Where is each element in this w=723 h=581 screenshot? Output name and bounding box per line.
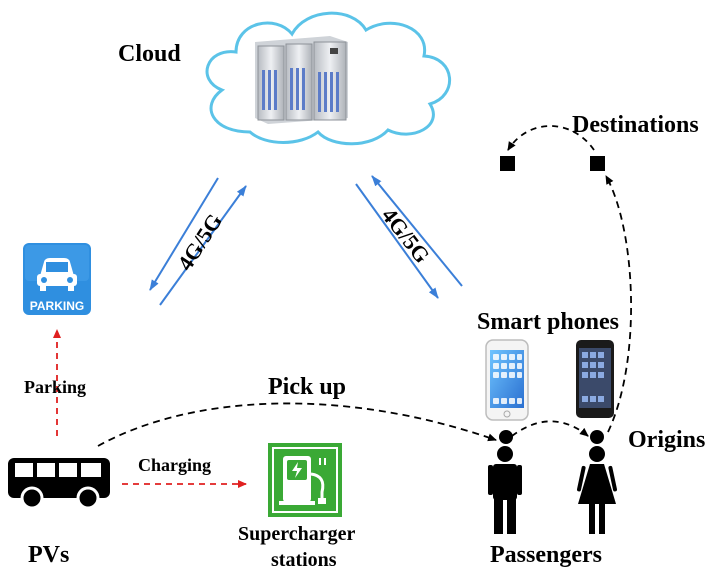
smart-phones-label: Smart phones [477,309,620,335]
female-passenger-icon [577,446,617,534]
destinations-route [507,125,595,151]
link-label-left: 4G/5G [172,209,227,275]
supercharger-label-line2: stations [271,549,337,571]
supercharger-label-line1: Supercharger [238,523,356,545]
destinations-label: Destinations [572,112,699,138]
pick-up-label: Pick up [268,374,347,400]
smartphone-icon [485,339,529,421]
parking-label: Parking [24,377,87,397]
link-label-right: 4G/5G [377,203,435,268]
origin-route [511,420,589,437]
origins-label: Origins [628,427,706,453]
cloud-label: Cloud [118,41,181,67]
smartphone-icon [576,340,614,418]
bus-icon [8,458,110,510]
parking-icon [23,243,91,315]
destination-marker [500,156,515,171]
server-icon [255,36,348,124]
charger-icon [268,443,342,517]
charging-label: Charging [138,455,212,475]
destination-route [605,175,632,433]
male-passenger-icon [488,446,522,534]
pickup-route [97,402,497,447]
link-arrows-left [149,177,247,306]
destination-marker [590,156,605,171]
passengers-label: Passengers [490,542,602,568]
parking-sign-text: PARKING [30,299,84,313]
origin-dot [590,430,604,444]
origin-dot [499,430,513,444]
link-arrows-right [355,175,463,299]
pvs-label: PVs [28,542,70,568]
